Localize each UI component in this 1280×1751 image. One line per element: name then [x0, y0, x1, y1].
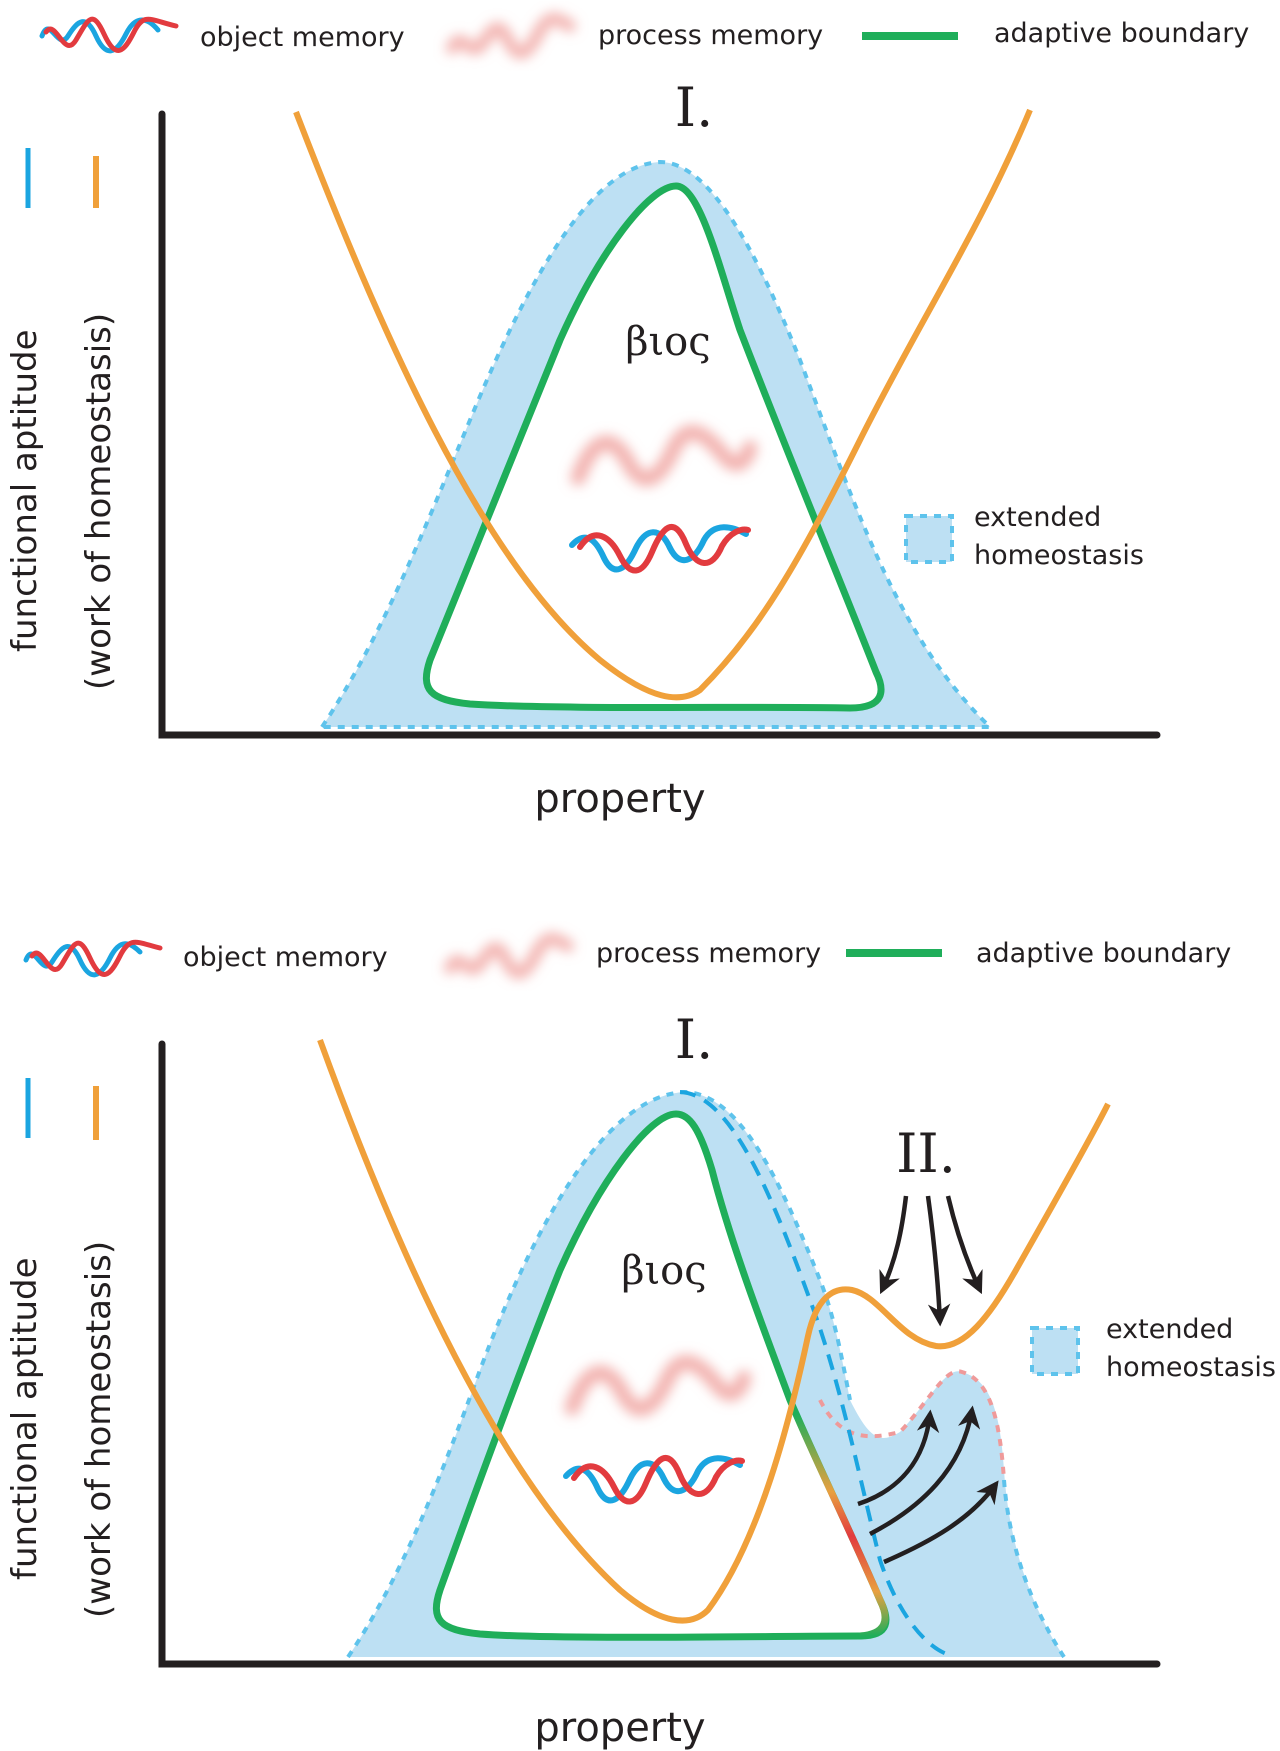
- arrow-down-left: [879, 1195, 909, 1295]
- new-boundary-dotted: [818, 1369, 1006, 1481]
- y-axis-label-functional-aptitude: functional aptitude: [5, 1257, 45, 1580]
- bios-label: βιος: [621, 1248, 706, 1294]
- extended-homeostasis-border-lower: [1002, 1479, 1066, 1659]
- panel-1: object memory process memory adaptive bo…: [5, 12, 1249, 822]
- axes: [158, 1040, 1161, 1668]
- legend-object-memory-label: object memory: [200, 22, 405, 53]
- legend-adaptive-boundary-label: adaptive boundary: [976, 938, 1231, 969]
- expansion-arrow-2: [868, 1405, 981, 1536]
- y-axis-labels: functional aptitude (work of homeostasis…: [5, 148, 119, 690]
- original-aptitude-dashed-curve: [679, 1090, 951, 1657]
- extended-homeostasis-legend: extended homeostasis: [1030, 1314, 1276, 1383]
- object-memory-symbol: [569, 524, 751, 574]
- panel-2: object memory process memory adaptive bo…: [5, 932, 1276, 1751]
- legend-process-memory-label: process memory: [598, 20, 823, 51]
- x-axis-label: property: [534, 776, 705, 822]
- extended-homeostasis-label-line2: homeostasis: [974, 540, 1144, 571]
- extended-homeostasis-swatch: [904, 514, 954, 564]
- arrow-down-right: [945, 1195, 983, 1295]
- process-memory-icon: [446, 12, 576, 59]
- axes: [158, 110, 1161, 739]
- bios-label: βιος: [625, 319, 710, 365]
- extended-homeostasis-swatch: [1030, 1326, 1080, 1376]
- legend-process-memory-label: process memory: [596, 938, 821, 969]
- y-axis-label-work-of-homeostasis: (work of homeostasis): [79, 1241, 119, 1618]
- region-marker-II: II.: [896, 1122, 956, 1185]
- object-memory-icon: [23, 939, 163, 978]
- object-memory-icon: [39, 16, 179, 54]
- adaptive-boundary-curve: [422, 182, 885, 712]
- arrow-down-center: [925, 1195, 951, 1327]
- expansion-arrows: [857, 1405, 999, 1565]
- extended-homeostasis-label-line2: homeostasis: [1106, 1352, 1276, 1383]
- extended-homeostasis-legend: extended homeostasis: [904, 502, 1144, 571]
- process-memory-icon: [444, 932, 574, 979]
- y-axis-label-work-of-homeostasis: (work of homeostasis): [79, 313, 119, 690]
- homeostasis-work-curve: [293, 108, 1033, 701]
- homeostasis-work-curve: [317, 1038, 1111, 1624]
- adaptive-boundary-stressed-segment: [792, 1412, 889, 1640]
- legend: object memory process memory adaptive bo…: [23, 932, 1231, 979]
- expansion-arrow-3: [883, 1480, 999, 1565]
- extended-homeostasis-border: [346, 1089, 852, 1659]
- expansion-arrow-1: [857, 1409, 940, 1507]
- process-memory-symbol: [570, 424, 758, 487]
- region-marker-I: I.: [675, 1008, 714, 1071]
- y-axis-labels: functional aptitude (work of homeostasis…: [5, 1078, 119, 1618]
- x-axis-label: property: [534, 1705, 705, 1751]
- object-memory-symbol: [563, 1455, 745, 1505]
- legend-adaptive-boundary-label: adaptive boundary: [994, 18, 1249, 49]
- y-axis-label-functional-aptitude: functional aptitude: [5, 329, 45, 652]
- region-marker-I: I.: [675, 76, 714, 139]
- process-memory-symbol: [564, 1354, 752, 1417]
- legend-object-memory-label: object memory: [183, 942, 388, 973]
- extended-homeostasis-label-line1: extended: [1106, 1314, 1233, 1345]
- extended-homeostasis-label-line1: extended: [974, 502, 1101, 533]
- selection-arrows: [879, 1195, 983, 1327]
- legend: object memory process memory adaptive bo…: [39, 12, 1249, 59]
